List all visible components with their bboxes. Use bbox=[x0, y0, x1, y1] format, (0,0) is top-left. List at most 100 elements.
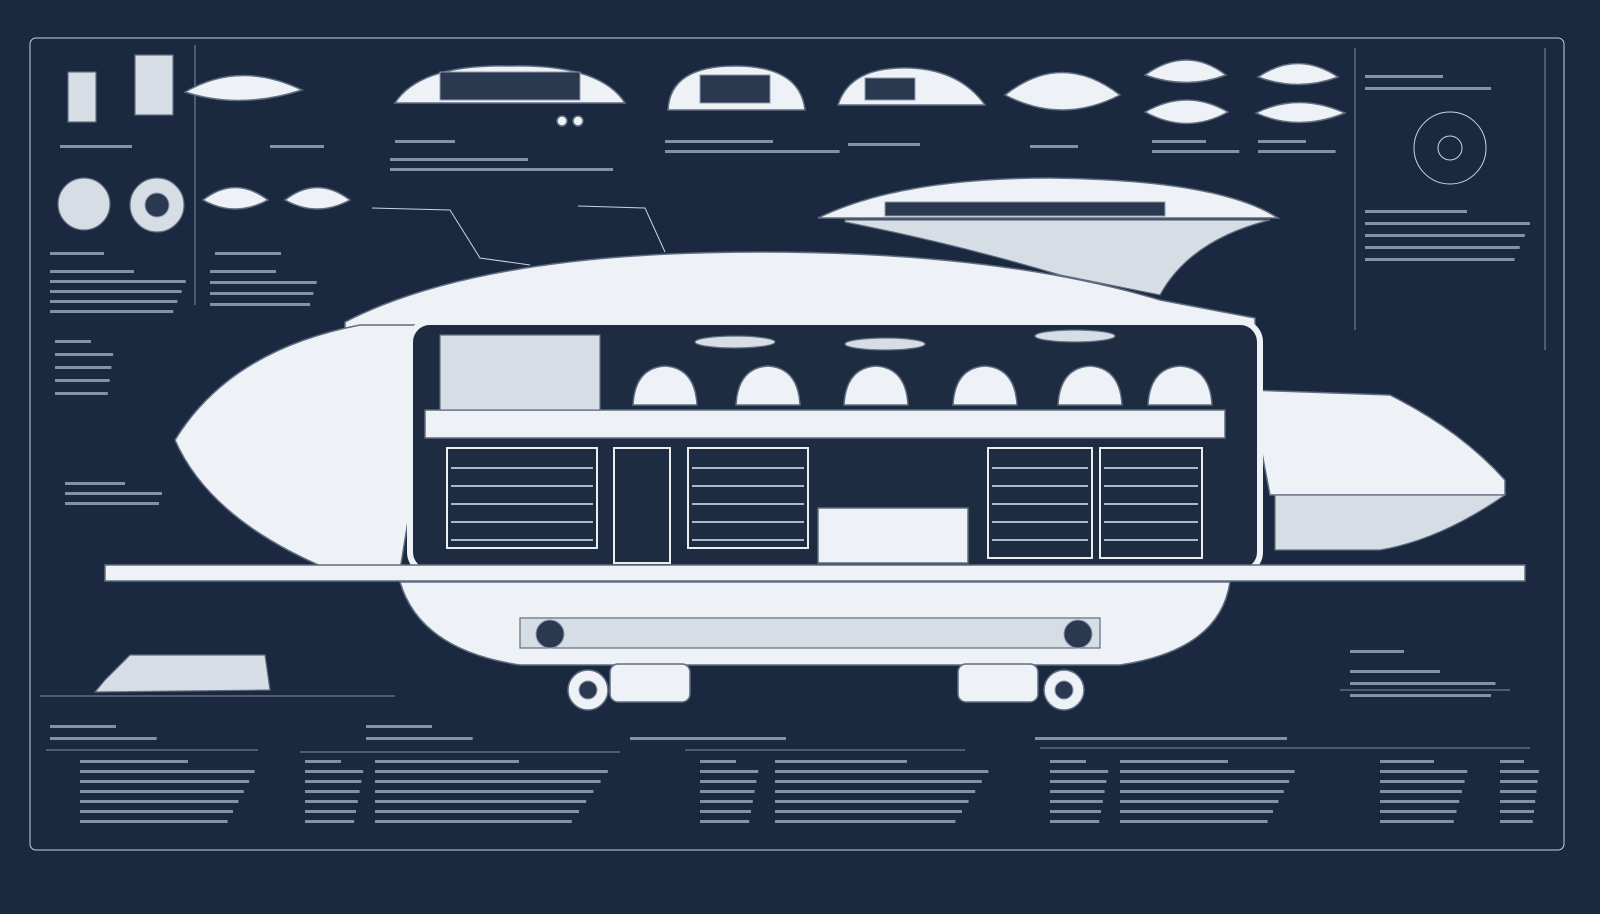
text-line bbox=[775, 760, 907, 763]
dome-container bbox=[843, 365, 909, 406]
text-line bbox=[1500, 770, 1539, 773]
text-line bbox=[1500, 820, 1533, 823]
text-line bbox=[630, 737, 786, 740]
text-line bbox=[665, 150, 840, 153]
text-line bbox=[80, 820, 228, 823]
text-line bbox=[700, 780, 757, 783]
text-line bbox=[366, 737, 473, 740]
text-line bbox=[50, 737, 157, 740]
text-line bbox=[50, 280, 186, 283]
text-line bbox=[395, 140, 455, 143]
text-line bbox=[305, 820, 355, 823]
text-line bbox=[50, 252, 104, 255]
text-line bbox=[1050, 800, 1103, 803]
text-line bbox=[80, 770, 255, 773]
text-line bbox=[1365, 234, 1525, 237]
text-line bbox=[1120, 760, 1228, 763]
text-line bbox=[775, 780, 982, 783]
text-line bbox=[700, 790, 755, 793]
text-line bbox=[1365, 222, 1530, 225]
text-line bbox=[210, 292, 314, 295]
text-line bbox=[1365, 75, 1443, 78]
text-line bbox=[55, 392, 108, 395]
text-line bbox=[305, 780, 362, 783]
text-line bbox=[775, 770, 989, 773]
text-line bbox=[65, 482, 125, 485]
text-line bbox=[65, 502, 159, 505]
text-line bbox=[1152, 140, 1206, 143]
text-line bbox=[1035, 737, 1287, 740]
text-line bbox=[1030, 145, 1078, 148]
text-line bbox=[55, 353, 114, 356]
text-line bbox=[375, 780, 601, 783]
text-line bbox=[1152, 150, 1240, 153]
text-line bbox=[1365, 87, 1492, 90]
text-line bbox=[55, 366, 112, 369]
text-line bbox=[366, 725, 432, 728]
text-line bbox=[1380, 820, 1454, 823]
text-line bbox=[305, 800, 358, 803]
text-line bbox=[80, 800, 239, 803]
text-line bbox=[1500, 800, 1536, 803]
text-line bbox=[1050, 790, 1105, 793]
text-line bbox=[700, 820, 750, 823]
text-line bbox=[375, 770, 608, 773]
text-line bbox=[1258, 140, 1306, 143]
text-line bbox=[1350, 670, 1440, 673]
text-line bbox=[305, 810, 356, 813]
text-line bbox=[215, 252, 281, 255]
text-line bbox=[700, 760, 736, 763]
text-line bbox=[1380, 770, 1468, 773]
text-line bbox=[1380, 790, 1462, 793]
text-line bbox=[210, 270, 276, 273]
dome-container bbox=[952, 365, 1018, 406]
text-line bbox=[80, 790, 244, 793]
text-line bbox=[1050, 820, 1100, 823]
text-line bbox=[305, 760, 341, 763]
text-line bbox=[80, 810, 233, 813]
text-line bbox=[375, 810, 579, 813]
text-line bbox=[375, 760, 519, 763]
text-line bbox=[305, 790, 360, 793]
text-line bbox=[210, 303, 311, 306]
text-line bbox=[1050, 760, 1086, 763]
dome-container bbox=[1057, 365, 1123, 406]
text-line bbox=[1120, 780, 1290, 783]
text-line bbox=[60, 145, 132, 148]
text-line bbox=[55, 379, 110, 382]
text-line bbox=[1365, 258, 1515, 261]
text-line bbox=[775, 800, 969, 803]
text-line bbox=[1500, 810, 1534, 813]
text-line bbox=[700, 800, 753, 803]
text-line bbox=[270, 145, 324, 148]
text-line bbox=[848, 143, 920, 146]
text-line bbox=[1258, 150, 1336, 153]
text-line bbox=[700, 770, 759, 773]
text-line bbox=[65, 492, 162, 495]
text-line bbox=[1500, 780, 1538, 783]
text-line bbox=[390, 168, 614, 171]
text-line bbox=[775, 820, 956, 823]
text-line bbox=[305, 770, 364, 773]
text-line bbox=[1050, 780, 1107, 783]
text-line bbox=[50, 270, 134, 273]
text-line bbox=[210, 281, 317, 284]
text-line bbox=[50, 725, 116, 728]
text-line bbox=[1120, 800, 1279, 803]
text-line bbox=[390, 158, 528, 161]
vehicle-cutaway bbox=[104, 177, 1526, 711]
text-line bbox=[1380, 810, 1457, 813]
text-line bbox=[775, 790, 976, 793]
text-line bbox=[1500, 790, 1537, 793]
annotation-text-blocks bbox=[40, 75, 1539, 823]
text-line bbox=[1380, 760, 1434, 763]
text-line bbox=[1365, 210, 1467, 213]
text-line bbox=[50, 310, 174, 313]
text-line bbox=[775, 810, 962, 813]
text-line bbox=[1120, 810, 1273, 813]
text-line bbox=[1365, 246, 1520, 249]
dome-container bbox=[632, 365, 698, 406]
ceiling-light bbox=[844, 337, 926, 351]
text-line bbox=[1350, 650, 1404, 653]
text-line bbox=[1380, 780, 1465, 783]
